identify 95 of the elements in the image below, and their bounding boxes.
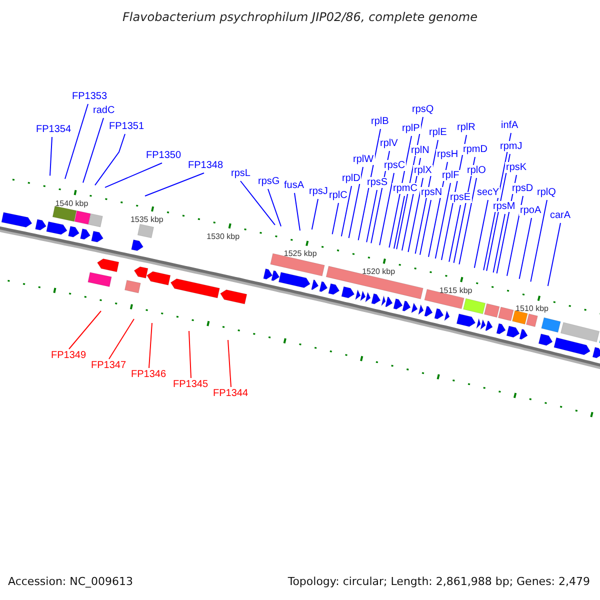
leader-line bbox=[228, 340, 232, 388]
leader-line bbox=[188, 330, 192, 378]
leader-line bbox=[518, 218, 532, 280]
leader-line bbox=[492, 214, 506, 273]
gene-label: rplP bbox=[401, 123, 421, 134]
leader-line bbox=[148, 322, 152, 368]
gene-label: rpsS bbox=[366, 177, 389, 188]
leader-line bbox=[428, 162, 448, 258]
gene-label: rplW bbox=[352, 154, 375, 165]
leader-line bbox=[340, 186, 352, 237]
gene-label: rpsH bbox=[436, 149, 460, 160]
leader-line bbox=[506, 196, 524, 276]
gene-label: infA bbox=[500, 120, 520, 131]
gene-label: FP1346 bbox=[130, 369, 168, 380]
scale-label: 1540 kbp bbox=[55, 199, 88, 208]
leader-line bbox=[294, 192, 300, 232]
gene-label: rpsQ bbox=[411, 104, 435, 115]
gene-label: FP1349 bbox=[50, 350, 88, 361]
scale-label: 1525 kbp bbox=[284, 249, 317, 258]
gene-label: rplF bbox=[441, 170, 460, 181]
leader-line bbox=[68, 310, 102, 350]
gene-label: rpsE bbox=[449, 192, 472, 203]
gene-label: rpsL bbox=[230, 168, 252, 179]
leader-line bbox=[458, 178, 477, 265]
leader-line bbox=[408, 178, 424, 252]
leader-line bbox=[453, 156, 476, 264]
footer-text: Accession: NC_009613 bbox=[8, 575, 134, 589]
gene-label: rplQ bbox=[536, 187, 557, 198]
gene-label: carA bbox=[549, 210, 572, 221]
leader-line bbox=[268, 188, 282, 227]
gene-label: FP1345 bbox=[172, 379, 210, 390]
leader-line bbox=[441, 134, 467, 260]
gene-label: rplV bbox=[379, 138, 399, 149]
leader-line bbox=[332, 202, 339, 235]
gene-label: rplR bbox=[456, 122, 476, 133]
gene-label: secY bbox=[476, 187, 500, 198]
leader-line bbox=[104, 162, 162, 188]
gene-label: FP1347 bbox=[90, 360, 128, 371]
gene-label: FP1353 bbox=[71, 91, 108, 102]
gene-label: rplD bbox=[341, 173, 362, 184]
leader-line bbox=[82, 118, 104, 184]
scale-label: 1510 kbp bbox=[516, 304, 548, 314]
leader-line bbox=[370, 150, 390, 244]
leader-line bbox=[388, 136, 412, 248]
gene-label: FP1354 bbox=[35, 124, 72, 135]
leader-line bbox=[420, 200, 432, 256]
gene-label: rpmD bbox=[462, 144, 488, 155]
gene-label: rplN bbox=[410, 145, 430, 156]
scale-label: 1515 kbp bbox=[439, 286, 472, 295]
gene-label: FP1348 bbox=[187, 160, 224, 171]
leader-line bbox=[379, 172, 394, 246]
gene-label: rplO bbox=[466, 165, 487, 176]
leader-line bbox=[530, 200, 548, 282]
leader-line bbox=[358, 128, 381, 241]
leader-line bbox=[94, 134, 126, 186]
leader-line bbox=[448, 204, 461, 262]
gene-label: rplB bbox=[370, 116, 390, 127]
leader-line bbox=[240, 180, 276, 226]
gene-label: rpsM bbox=[492, 201, 516, 212]
leader-line bbox=[474, 200, 488, 268]
leader-line bbox=[108, 318, 134, 360]
leader-line bbox=[366, 190, 378, 243]
leader-line bbox=[396, 116, 424, 250]
gene-label: rpsJ bbox=[308, 186, 329, 197]
gene-label: rpsN bbox=[420, 187, 444, 198]
gene-label: rpsG bbox=[257, 176, 281, 187]
gene-label: rpmC bbox=[392, 183, 418, 194]
leader-line bbox=[414, 140, 438, 254]
gene-label: FP1350 bbox=[145, 150, 182, 161]
gene-label: rpsC bbox=[383, 160, 406, 171]
gene-label: rplE bbox=[428, 127, 448, 138]
gene-label: rpoA bbox=[519, 205, 542, 216]
leader-line bbox=[547, 222, 561, 286]
scale-label: 1530 kbp bbox=[206, 232, 240, 242]
scale-label: 1520 kbp bbox=[362, 267, 396, 276]
leader-line bbox=[311, 198, 318, 230]
gene-label: rpmJ bbox=[499, 141, 524, 152]
footer-text: Topology: circular; Length: 2,861,988 bp; Genes: 2,479 bbox=[288, 575, 590, 589]
gene-label: rplC bbox=[328, 190, 348, 201]
leader-line bbox=[394, 196, 405, 250]
diagram-title: Flavobacterium psychrophilum JIP02/86, complete genome bbox=[122, 10, 478, 24]
scale-label: 1535 kbp bbox=[130, 215, 164, 224]
gene-label: fusA bbox=[283, 180, 306, 191]
leader-line bbox=[144, 172, 204, 196]
gene-label: rpsK bbox=[505, 162, 528, 173]
leader-line bbox=[50, 136, 52, 176]
gene-label: FP1351 bbox=[108, 121, 146, 132]
gene-label: rpsD bbox=[511, 183, 534, 194]
leader-line bbox=[486, 154, 510, 272]
gene-label: FP1344 bbox=[212, 388, 250, 399]
leader-line bbox=[434, 182, 451, 259]
leader-line bbox=[348, 166, 364, 238]
gene-label: rplX bbox=[413, 165, 433, 176]
leader-line bbox=[64, 104, 88, 180]
gene-label: radC bbox=[92, 105, 116, 116]
